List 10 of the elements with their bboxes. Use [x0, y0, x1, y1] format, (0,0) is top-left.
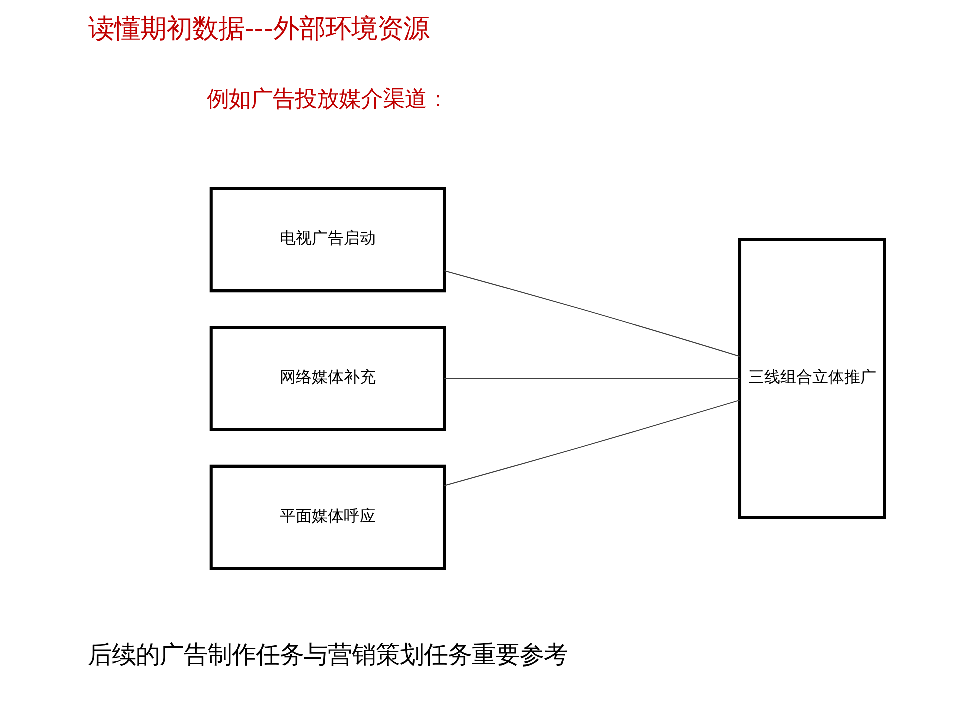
- connector: [444, 400, 740, 486]
- caption: 后续的广告制作任务与营销策划任务重要参考: [87, 640, 568, 669]
- label: 例如广告投放媒介渠道：: [206, 86, 448, 113]
- connector: [444, 378, 740, 380]
- node-box: 平面媒体呼应: [209, 464, 446, 570]
- node-box: 网络媒体补充: [209, 326, 446, 432]
- node-box: 电视广告启动: [209, 187, 446, 293]
- diagram-title: 读懂期初数据---外部环境资源: [88, 14, 429, 44]
- connector: [444, 270, 740, 358]
- node-box: 三线组合立体推广: [738, 238, 886, 520]
